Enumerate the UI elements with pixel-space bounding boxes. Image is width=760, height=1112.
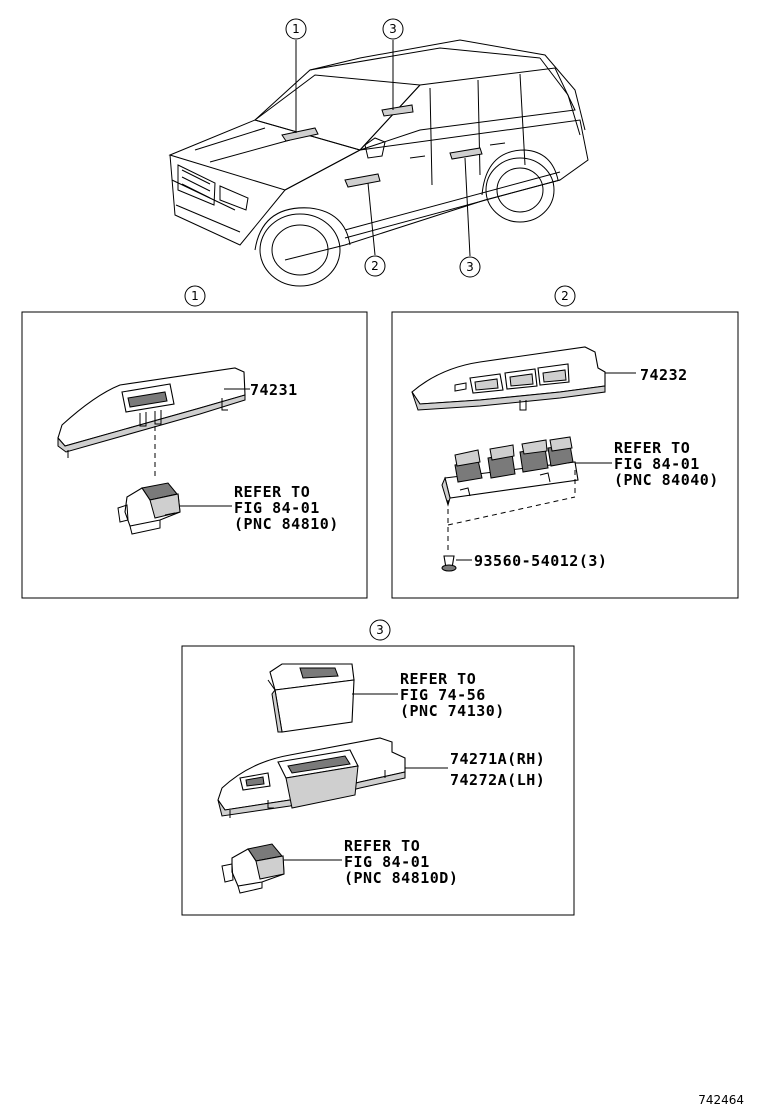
screw-93560 xyxy=(441,555,457,572)
panel-3-refer-top-line-1: REFER TO xyxy=(400,670,476,688)
panel-3-refer-bottom-line-3: (PNC 84810D) xyxy=(344,869,458,887)
callout-2-car: 2 xyxy=(371,259,379,273)
callout-3-circle-top xyxy=(382,18,404,40)
panel-1-refer-line-1: REFER TO xyxy=(234,483,310,501)
panel-1-number: 1 xyxy=(191,289,199,303)
switch-base-74232 xyxy=(411,346,606,411)
part-label-74271A-rh: 74271A(RH) xyxy=(450,750,545,768)
panel-2: 2 xyxy=(391,285,739,599)
vehicle-illustration xyxy=(168,39,589,287)
window-switch-84810 xyxy=(117,482,181,535)
master-switch-84040 xyxy=(441,436,579,507)
panel-2-number: 2 xyxy=(561,289,569,303)
panel-2-frame xyxy=(391,311,739,599)
switch-base-74271A-74272A xyxy=(217,737,406,818)
panel-3-refer-top-line-3: (PNC 74130) xyxy=(400,702,505,720)
panel-3-refer-top-line-2: FIG 74-56 xyxy=(400,686,486,704)
part-label-74231: 74231 xyxy=(250,381,298,399)
switch-base-74231 xyxy=(57,367,246,458)
callout-2-circle-car xyxy=(364,255,386,277)
panel-2-refer-line-3: (PNC 84040) xyxy=(614,471,719,489)
vehicle-callouts: 1 3 2 3 xyxy=(285,18,481,278)
part-label-74232: 74232 xyxy=(640,366,688,384)
panel-3-refer-bottom-line-2: FIG 84-01 xyxy=(344,853,430,871)
callout-1-car: 1 xyxy=(292,22,300,36)
callout-3-car-bottom: 3 xyxy=(466,260,474,274)
panel-3: 3 xyxy=(181,619,575,916)
panel-1-refer-line-2: FIG 84-01 xyxy=(234,499,320,517)
panel-1-frame xyxy=(21,311,368,599)
storage-box-74130 xyxy=(267,663,355,733)
panel-2-refer-line-1: REFER TO xyxy=(614,439,690,457)
part-label-screw: 93560-54012(3) xyxy=(474,552,607,570)
part-label-74272A-lh: 74272A(LH) xyxy=(450,771,545,789)
panel-1-refer-line-3: (PNC 84810) xyxy=(234,515,339,533)
callout-1-circle xyxy=(285,18,307,40)
panel-3-frame xyxy=(181,645,575,916)
window-switch-84810D xyxy=(221,843,285,894)
diagram-id: 742464 xyxy=(698,1093,744,1107)
panel-3-refer-bottom-line-1: REFER TO xyxy=(344,837,420,855)
panel-3-number: 3 xyxy=(376,623,384,637)
callout-3-circle-bottom xyxy=(459,256,481,278)
panel-2-refer-line-2: FIG 84-01 xyxy=(614,455,700,473)
callout-3-car-top: 3 xyxy=(389,22,397,36)
panel-1: 1 74231 REFER TO FIG 84-01 (PNC 8 xyxy=(21,285,368,599)
